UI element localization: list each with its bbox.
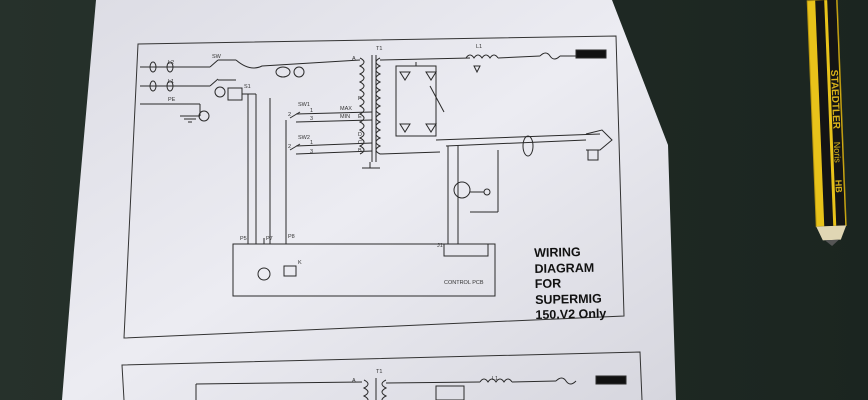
label-switch-2: SW2 xyxy=(298,135,310,141)
pencil-grade: HB xyxy=(833,180,844,194)
label-sw2-2: 2 xyxy=(288,144,291,150)
label-tap-d: D xyxy=(358,132,362,138)
label-k: K xyxy=(298,260,302,266)
schematic-labels: T1 L1 SW SW1 SW2 S1 L2 L1 PE MAX MIN A B… xyxy=(168,44,498,384)
label-p7: P7 xyxy=(266,236,273,242)
diagram-frame xyxy=(123,35,625,339)
lower-schematic xyxy=(195,375,627,400)
label-j1: J1 xyxy=(437,243,443,249)
label-control-pcb: CONTROL PCB xyxy=(444,280,484,286)
pencil-brand: STAEDTLER xyxy=(828,70,841,130)
pencil-tip xyxy=(816,225,847,241)
label-second-l1: L1 xyxy=(492,376,498,382)
label-tap-a: A xyxy=(352,56,356,62)
pencil-model: Noris xyxy=(832,142,843,164)
paper-sheet xyxy=(62,0,676,400)
label-s1: S1 xyxy=(244,84,251,90)
schematic xyxy=(140,49,613,297)
title-line-5: 150.V2 Only xyxy=(535,306,607,322)
label-sw1-1: 1 xyxy=(310,108,313,114)
label-earth: PE xyxy=(168,97,176,103)
label-p5: P5 xyxy=(240,236,247,242)
label-switch-1: SW1 xyxy=(298,102,310,108)
label-live: L1 xyxy=(168,79,174,85)
label-live2: L2 xyxy=(168,60,174,66)
label-transformer: T1 xyxy=(376,46,382,52)
label-p8: P8 xyxy=(288,234,295,240)
label-max: MAX xyxy=(340,106,352,112)
label-tap-e: E xyxy=(358,114,362,120)
lower-diagram-frame xyxy=(121,351,643,400)
diagram-title: WIRING DIAGRAM FOR SUPERMIG 150.V2 Only xyxy=(534,244,646,324)
label-tap-b: B xyxy=(358,148,362,154)
label-second-a: A xyxy=(352,378,356,384)
label-tap-c: C xyxy=(358,140,362,146)
label-min: MIN xyxy=(340,114,350,120)
label-switch-main: SW xyxy=(212,54,222,60)
label-inductor: L1 xyxy=(476,44,482,50)
label-sw1-3: 3 xyxy=(310,116,313,122)
label-second-t1: T1 xyxy=(376,369,382,375)
label-sw2-1: 1 xyxy=(310,140,313,146)
pencil: STAEDTLER Noris HB xyxy=(806,0,847,247)
label-sw1-2: 2 xyxy=(288,112,291,118)
label-sw2-3: 3 xyxy=(310,149,313,155)
label-tap-f: F xyxy=(358,96,362,102)
